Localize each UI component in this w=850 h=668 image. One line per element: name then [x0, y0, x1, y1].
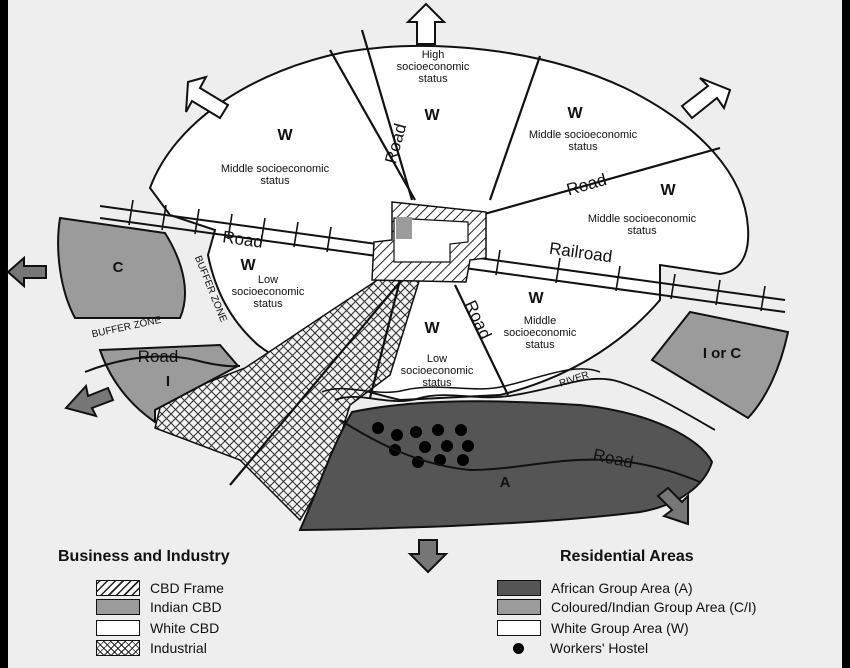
industrial-swatch — [96, 640, 140, 656]
area-i-label: I — [166, 373, 170, 390]
growth-arrows — [6, 2, 732, 574]
river-bank — [321, 368, 601, 394]
legend-label: CBD Frame — [150, 580, 224, 596]
road-a-line — [339, 419, 701, 483]
business-legend-title: Business and Industry — [58, 548, 230, 565]
sector-label-line: Low — [427, 353, 447, 365]
sector-label-line: Middle — [524, 315, 556, 327]
workers-hostels — [372, 422, 474, 468]
sector-label-line: socioeconomic — [397, 61, 470, 73]
area-c-label: C — [113, 259, 124, 276]
sector-w-low-s: W — [424, 320, 440, 337]
road-i-line — [84, 355, 241, 373]
sector-label-line: Middle socioeconomic — [221, 163, 330, 175]
sector-label-line: status — [418, 73, 448, 85]
sector-label-line: status — [253, 298, 283, 310]
cbd — [371, 201, 487, 283]
legend-coloured-indian-area: Coloured/Indian Group Area (C/I) — [497, 597, 756, 617]
hatch-swatch — [96, 580, 140, 596]
area-c — [57, 216, 186, 319]
sector-w-mid-nw: W — [277, 127, 293, 144]
river — [334, 378, 716, 431]
area-i-or-c — [650, 310, 790, 420]
sector-label-line: status — [627, 225, 657, 237]
white-cbd — [393, 217, 469, 263]
arrow-down-icon — [407, 539, 449, 574]
african-area-swatch — [497, 580, 541, 596]
legend-label: Workers' Hostel — [550, 640, 649, 656]
arrow-lower-right-icon — [656, 486, 689, 526]
area-labels: C I I or C A — [113, 259, 742, 491]
legend-label: Industrial — [150, 640, 207, 656]
legend-cbd-frame: CBD Frame — [96, 578, 224, 598]
sector-label-line: status — [260, 175, 290, 187]
legend-label: African Group Area (A) — [551, 580, 693, 596]
area-a-label: A — [500, 474, 511, 491]
white-cbd-swatch — [96, 620, 140, 636]
road-label-i: Road — [138, 347, 179, 366]
sector-w-mid-e: W — [660, 182, 676, 199]
sector-label-line: status — [568, 141, 598, 153]
legend-label: White CBD — [150, 620, 220, 636]
legend-african-area: African Group Area (A) — [497, 578, 693, 598]
arrow-upper-right-icon — [680, 77, 732, 120]
hostel-dot-icon — [513, 642, 524, 654]
area-i-or-c-label: I or C — [703, 345, 742, 362]
legend-industrial: Industrial — [96, 638, 207, 658]
sector-label-line: socioeconomic — [504, 327, 577, 339]
white-area-swatch — [497, 620, 541, 636]
sector-label-line: High — [422, 49, 445, 61]
sector-label-line: Middle socioeconomic — [588, 213, 697, 225]
sector-w-mid-se: W — [528, 290, 544, 307]
sector-w-low-w: W — [240, 257, 256, 274]
legend-label: White Group Area (W) — [551, 620, 689, 636]
legend-label: Indian CBD — [150, 599, 222, 615]
sector-label-line: Middle socioeconomic — [529, 129, 638, 141]
arrow-lower-left-icon — [64, 383, 115, 418]
legend-white-cbd: White CBD — [96, 618, 219, 638]
coloured-indian-swatch — [497, 599, 541, 615]
legend-workers-hostel: Workers' Hostel — [497, 638, 648, 658]
sector-label-line: socioeconomic — [232, 286, 305, 298]
road-lines — [229, 29, 721, 486]
legend-white-area: White Group Area (W) — [497, 618, 689, 638]
sector-label-line: status — [525, 339, 555, 351]
arrow-upper-left-icon — [185, 75, 230, 120]
legend-indian-cbd: Indian CBD — [96, 597, 222, 617]
residential-legend-title: Residential Areas — [560, 548, 694, 565]
sector-label-line: Low — [258, 274, 278, 286]
sector-w-mid-ne: W — [567, 105, 583, 122]
indian-cbd — [396, 217, 412, 239]
sector-label-line: socioeconomic — [401, 365, 474, 377]
sector-label-line: status — [422, 377, 452, 389]
indian-cbd-swatch — [96, 599, 140, 615]
sector-w-high: W — [424, 107, 440, 124]
arrow-up-icon — [405, 2, 447, 45]
arrow-left-icon — [6, 255, 47, 289]
area-a — [298, 400, 714, 532]
legend-label: Coloured/Indian Group Area (C/I) — [551, 599, 757, 615]
